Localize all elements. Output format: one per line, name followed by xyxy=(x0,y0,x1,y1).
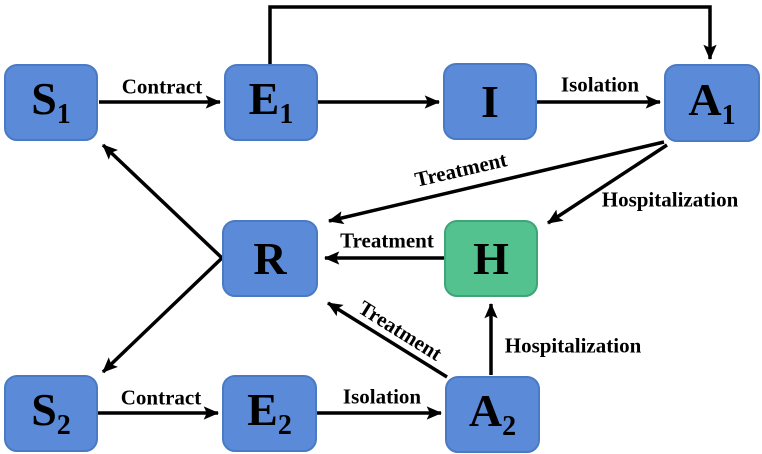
node-e2: E2 xyxy=(222,375,317,452)
node-subscript-e1: 1 xyxy=(279,99,294,130)
edge-label-a1-h: Hospitalization xyxy=(601,187,739,212)
edge-label-a2-h: Hospitalization xyxy=(504,333,642,358)
edge-label-h-r: Treatment xyxy=(340,228,434,253)
node-s2: S2 xyxy=(4,375,98,452)
node-letter-e1: E1 xyxy=(248,73,294,130)
node-r: R xyxy=(222,220,318,297)
node-letter-i: I xyxy=(481,75,499,127)
edge-label-i-a1: Isolation xyxy=(560,72,640,97)
node-letter-e2: E2 xyxy=(247,384,292,441)
node-subscript-s1: 1 xyxy=(56,99,71,130)
node-subscript-e2: 2 xyxy=(277,410,292,441)
edge-arrow-a1-h xyxy=(547,143,668,225)
node-letter-s1: S1 xyxy=(31,73,71,130)
edge-arrow-e1-a1 xyxy=(268,5,717,64)
edge-label-s2-e2: Contract xyxy=(120,385,202,410)
node-subscript-a2: 2 xyxy=(502,411,517,442)
node-a2: A2 xyxy=(445,376,540,453)
node-s1: S1 xyxy=(4,64,98,141)
node-letter-s2: S2 xyxy=(31,384,71,441)
edge-arrow-r-s2 xyxy=(101,256,224,374)
node-h: H xyxy=(444,220,538,297)
node-i: I xyxy=(443,63,537,140)
edge-arrow-a1-r xyxy=(327,140,665,225)
node-a1: A1 xyxy=(664,64,760,142)
node-letter-r: R xyxy=(253,232,287,284)
node-letter-a1: A1 xyxy=(688,73,736,131)
node-subscript-s2: 2 xyxy=(56,410,71,441)
node-e1: E1 xyxy=(224,64,318,141)
node-letter-a2: A2 xyxy=(468,385,517,442)
edge-label-s1-e1: Contract xyxy=(121,74,203,99)
node-letter-h: H xyxy=(473,232,509,284)
edge-label-e2-a2: Isolation xyxy=(342,384,422,409)
node-subscript-a1: 1 xyxy=(721,99,736,131)
edge-arrow-a2-r xyxy=(327,301,448,379)
edge-arrow-r-s1 xyxy=(101,143,224,260)
